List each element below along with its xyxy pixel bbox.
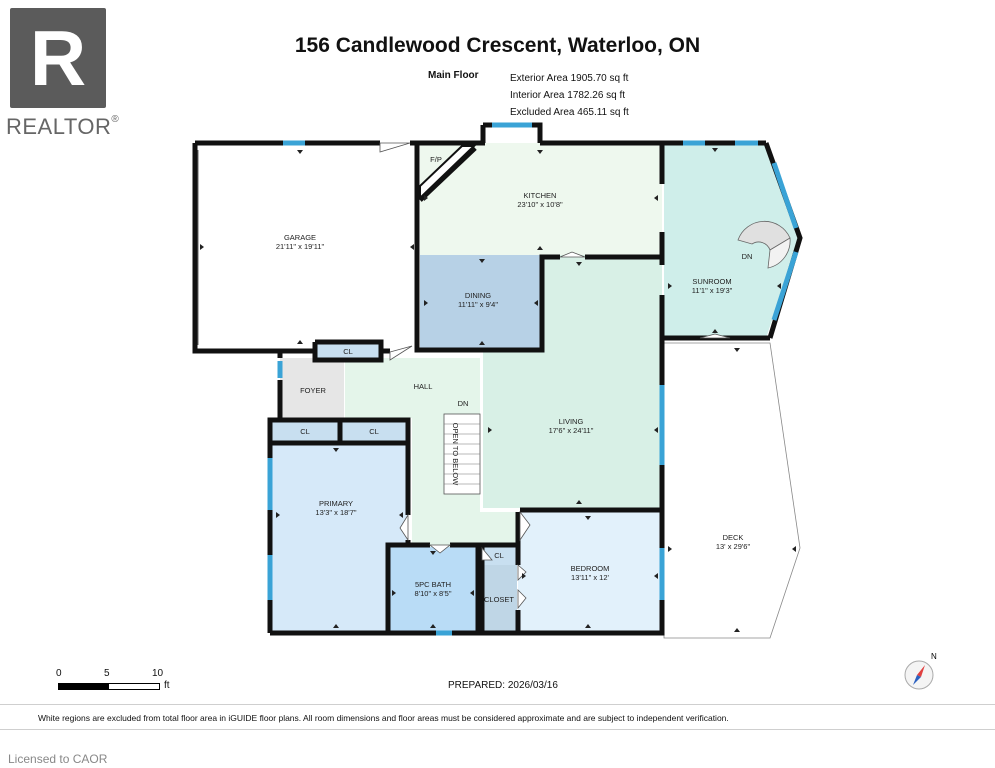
bedroom-name: BEDROOM: [571, 564, 610, 573]
spiral-down-label: DN: [742, 252, 753, 261]
kitchen-dims: 23'10" x 10'8": [517, 200, 563, 209]
scale-10: 10: [152, 668, 164, 679]
garage-name: GARAGE: [284, 233, 316, 242]
dining-name: DINING: [465, 291, 491, 300]
primary-name: PRIMARY: [319, 499, 353, 508]
hall-closet-label: CL: [343, 347, 353, 356]
stairs: [443, 413, 481, 495]
compass-north: N: [931, 652, 937, 661]
bedroom-dims: 13'11" x 12': [571, 573, 609, 582]
realtor-logo: R REALTOR®: [6, 6, 119, 139]
walls: [192, 122, 803, 636]
floor-name: Main Floor: [428, 70, 479, 81]
bath-area: [388, 547, 478, 633]
primary-area: [272, 445, 407, 633]
garage-area: [195, 143, 417, 351]
page-title: 156 Candlewood Crescent, Waterloo, ON: [294, 34, 701, 57]
sunroom-name: SUNROOM: [692, 277, 731, 286]
prepared-date: PREPARED: 2026/03/16: [448, 680, 558, 691]
primary-closet-2: [341, 420, 407, 443]
scale-graphic: [58, 683, 160, 690]
hall-closet-area: [315, 342, 381, 360]
garage-dims: 21'11" x 19'11": [276, 242, 325, 251]
compass-icon: N: [904, 652, 937, 690]
dimension-ticks: [200, 148, 796, 632]
primary-dims: 13'3" x 18'7": [315, 508, 356, 517]
logo-letter: R: [29, 14, 87, 102]
deck-area: [663, 342, 801, 639]
logo-word: REALTOR: [6, 114, 112, 139]
kitchen-name: KITCHEN: [524, 191, 557, 200]
room-labels: GARAGE 21'11" x 19'11" KITCHEN 23'10" x …: [276, 155, 753, 604]
windows: [267, 122, 799, 636]
living-name: LIVING: [559, 417, 584, 426]
fireplace-label: F/P: [430, 155, 442, 164]
bedroom-area: [518, 512, 663, 633]
scale-unit: ft: [164, 680, 170, 691]
fireplace: [419, 145, 477, 201]
hall-name: HALL: [414, 382, 433, 391]
dining-dims: 11'11" x 9'4": [458, 300, 498, 309]
deck-dims: 13' x 29'6": [716, 542, 751, 551]
primary-closet-2-label: CL: [369, 427, 379, 436]
closet-name: CLOSET: [484, 595, 514, 604]
license-note: Licensed to CAOR: [8, 752, 108, 766]
foyer-name: FOYER: [300, 386, 326, 395]
foyer-area: [280, 358, 344, 418]
living-area: [483, 255, 662, 508]
exterior-area: Exterior Area 1905.70 sq ft: [510, 73, 629, 84]
disclaimer: White regions are excluded from total fl…: [0, 704, 995, 730]
excluded-area: Excluded Area 465.11 sq ft: [510, 107, 629, 118]
sunroom-dims: 11'1" x 19'3": [692, 286, 733, 295]
primary-closet-1: [272, 420, 340, 443]
open-to-below-label: OPEN TO BELOW: [451, 423, 460, 487]
scale-bar: 0 5 10 ft: [54, 668, 184, 698]
interior-area: Interior Area 1782.26 sq ft: [510, 90, 626, 101]
deck-name: DECK: [723, 533, 744, 542]
bedroom-closet-label: CL: [494, 551, 504, 560]
stair-down-label: DN: [458, 399, 469, 408]
scale-5: 5: [104, 668, 110, 679]
doors: [379, 142, 731, 610]
primary-closet-1-label: CL: [300, 427, 310, 436]
registered-mark: ®: [111, 114, 120, 125]
realtor-logo-mark: R: [10, 8, 106, 108]
scale-0: 0: [56, 668, 62, 679]
dining-area: [420, 255, 542, 348]
living-dims: 17'6" x 24'11": [549, 426, 594, 435]
logo-text: REALTOR®: [6, 114, 119, 140]
bath-dims: 8'10" x 8'5": [415, 589, 452, 598]
bath-name: 5PC BATH: [415, 580, 451, 589]
sunroom-area: [664, 143, 800, 338]
area-summary: Exterior Area 1905.70 sq ft Interior Are…: [510, 70, 629, 121]
spiral-stair: [737, 220, 791, 269]
closet-area: [481, 565, 517, 633]
